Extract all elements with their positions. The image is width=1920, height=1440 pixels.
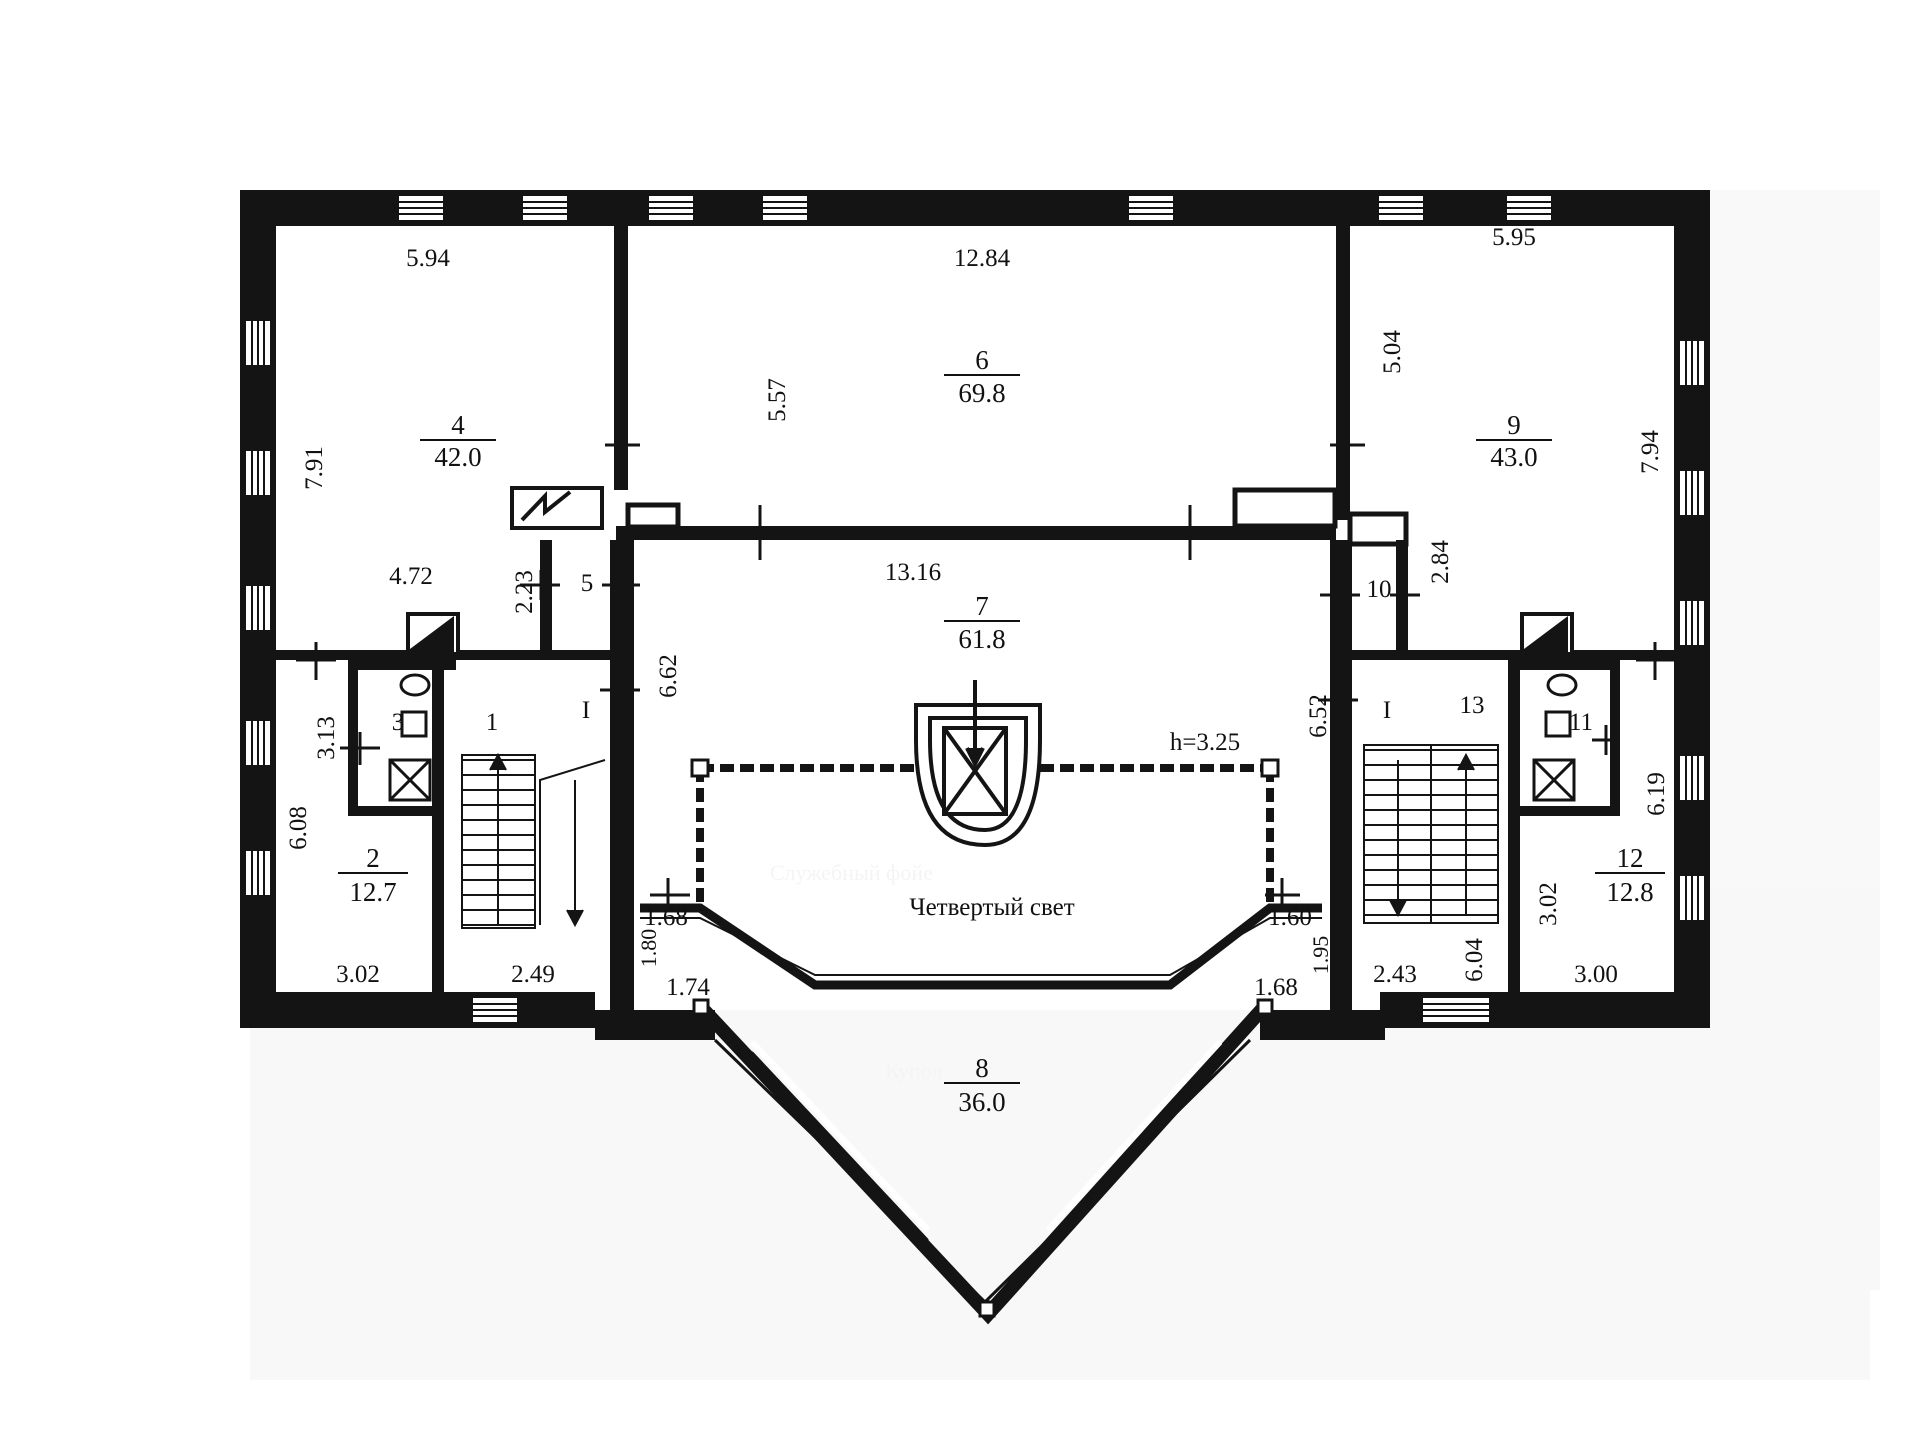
dim-2-23: 2.23 [511, 570, 538, 614]
window-right-4 [1678, 754, 1706, 802]
room-3-number: 3 [392, 709, 405, 736]
faded-background-drawing: Служебный фойе Купол [250, 190, 1880, 1380]
dimension-labels: 5.94 12.84 5.95 4.72 13.16 3.02 2.49 2.4… [285, 224, 1670, 1001]
staircase-right [1363, 744, 1499, 924]
dim-12-84: 12.84 [954, 245, 1011, 272]
room-12-area: 12.8 [1606, 877, 1653, 907]
dim-7-91: 7.91 [301, 446, 328, 490]
dim-3-02-left: 3.02 [336, 961, 380, 988]
room-8-area: 36.0 [958, 1087, 1005, 1117]
room-5-number: 5 [581, 570, 594, 597]
windows [244, 194, 1706, 1024]
window-right-2 [1678, 469, 1706, 517]
dim-1-80: 1.80 [636, 929, 661, 968]
window-left-2 [244, 449, 272, 497]
sanitary-fixtures [388, 673, 1578, 802]
dim-7-94: 7.94 [1637, 430, 1664, 474]
dim-2-43: 2.43 [1373, 961, 1417, 988]
dim-5-94: 5.94 [406, 245, 450, 272]
dim-1-68-left: 1.68 [644, 904, 688, 931]
room-13-number: 13 [1460, 692, 1485, 719]
lift-shaft [914, 680, 1042, 848]
room-12-number: 12 [1617, 843, 1644, 873]
dim-1-95: 1.95 [1308, 936, 1333, 975]
stair-mark-right: I [1383, 697, 1391, 724]
room-10-number: 10 [1367, 576, 1392, 603]
window-top-6 [1377, 194, 1425, 222]
ventilation-shafts [406, 486, 1574, 656]
room-2-area: 12.7 [349, 877, 396, 907]
staircases [461, 744, 1499, 929]
dim-3-02-right: 3.02 [1535, 882, 1562, 926]
window-left-3 [244, 584, 272, 632]
window-right-1 [1678, 339, 1706, 387]
dim-13-16: 13.16 [885, 559, 941, 586]
dim-2-49: 2.49 [511, 961, 555, 988]
window-left-1 [244, 319, 272, 367]
dim-1-68-bottom: 1.68 [1254, 974, 1298, 1001]
window-top-5 [1127, 194, 1175, 222]
room-2-number: 2 [366, 843, 380, 873]
window-left-5 [244, 849, 272, 897]
dim-5-95: 5.95 [1492, 224, 1536, 251]
room-11-number: 11 [1569, 709, 1593, 736]
light-well [640, 680, 1322, 990]
room-4-area: 42.0 [434, 442, 481, 472]
door-marks [296, 430, 1674, 912]
window-top-4 [761, 194, 809, 222]
window-bottom-right [1421, 996, 1491, 1024]
room-7-number: 7 [975, 591, 989, 621]
faded-label-service-foyer: Служебный фойе [770, 860, 933, 885]
room-9-number: 9 [1507, 410, 1521, 440]
window-top-3 [647, 194, 695, 222]
dim-6-62: 6.62 [655, 654, 682, 698]
dim-6-08: 6.08 [285, 806, 312, 850]
dim-1-60: 1.60 [1268, 904, 1312, 931]
fourth-light-label: Четвертый свет [909, 894, 1074, 921]
dim-5-04: 5.04 [1379, 330, 1406, 374]
room-8-number: 8 [975, 1053, 989, 1083]
room-9-area: 43.0 [1490, 442, 1537, 472]
ceiling-height-label: h=3.25 [1170, 729, 1240, 756]
dim-4-72: 4.72 [389, 563, 433, 590]
window-top-7 [1505, 194, 1553, 222]
dim-2-84: 2.84 [1427, 540, 1454, 584]
window-left-4 [244, 719, 272, 767]
bay-room-8 [692, 998, 1274, 1325]
room-6-area: 69.8 [958, 378, 1005, 408]
dim-6-19: 6.19 [1643, 772, 1670, 816]
stair-mark-left: I [582, 697, 590, 724]
dim-3-13: 3.13 [313, 716, 340, 760]
dim-1-74: 1.74 [666, 974, 710, 1001]
dim-5-57: 5.57 [764, 378, 791, 422]
window-top-1 [397, 194, 445, 222]
window-top-2 [521, 194, 569, 222]
dim-6-52: 6.52 [1305, 694, 1332, 738]
room-4-number: 4 [451, 410, 465, 440]
dim-3-00: 3.00 [1574, 961, 1618, 988]
room-1-number: 1 [486, 709, 499, 736]
window-bottom-left [471, 996, 519, 1024]
room-7-area: 61.8 [958, 624, 1005, 654]
window-right-5 [1678, 874, 1706, 922]
dim-6-04: 6.04 [1461, 938, 1488, 982]
room-labels: 4 42.0 6 69.8 9 43.0 7 61.8 8 36.0 2 12.… [338, 345, 1665, 1117]
faded-label-dome: Купол [885, 1058, 943, 1083]
window-right-3 [1678, 599, 1706, 647]
room-6-number: 6 [975, 345, 989, 375]
staircase-left [461, 752, 606, 929]
